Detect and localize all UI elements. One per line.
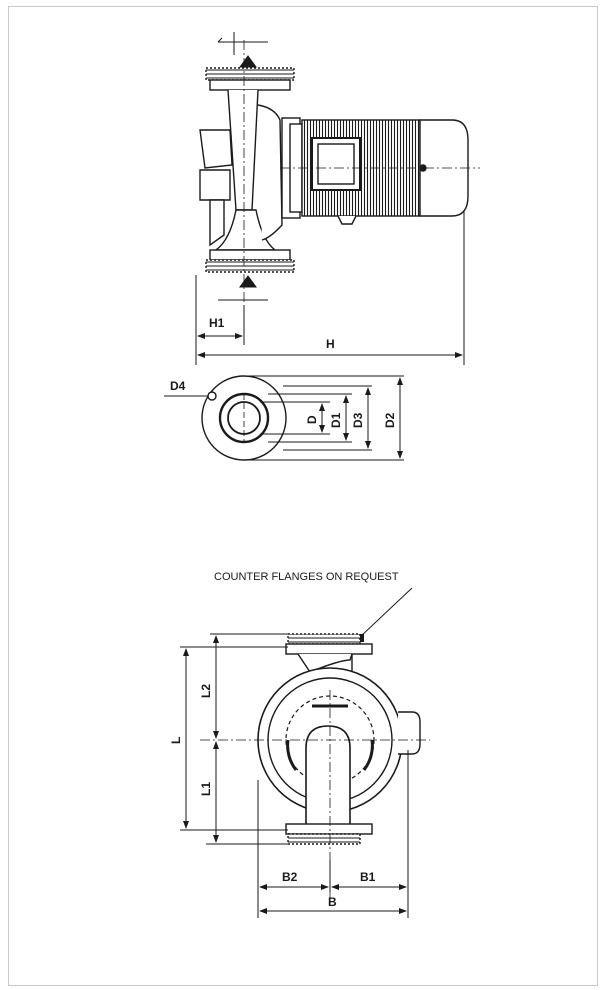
dim-d-lines xyxy=(260,375,404,461)
label-d1: D1 xyxy=(329,412,343,428)
label-b: B xyxy=(328,895,337,909)
flow-arrows xyxy=(217,32,268,301)
dim-l-lines xyxy=(180,633,290,845)
label-l1: L1 xyxy=(199,782,213,796)
label-l2: L2 xyxy=(199,684,213,698)
label-d4: D4 xyxy=(170,379,186,393)
label-d3: D3 xyxy=(351,412,365,428)
label-l: L xyxy=(169,737,183,744)
front-view xyxy=(200,633,430,900)
side-view xyxy=(199,40,480,305)
label-b2: B2 xyxy=(282,870,298,884)
label-h: H xyxy=(326,337,335,351)
dim-b-lines xyxy=(257,750,409,918)
bottom-counter-flange xyxy=(205,259,295,273)
flange-view xyxy=(164,375,372,461)
counter-flanges-caption: COUNTER FLANGES ON REQUEST xyxy=(214,571,399,583)
caption-leader xyxy=(359,587,413,638)
dim-h-lines xyxy=(195,210,465,365)
drawing-frame xyxy=(8,6,598,986)
label-d: D xyxy=(305,415,319,424)
label-h1: H1 xyxy=(209,316,225,330)
label-b1: B1 xyxy=(360,870,376,884)
label-d2: D2 xyxy=(383,412,397,428)
top-counter-flange xyxy=(205,67,295,81)
